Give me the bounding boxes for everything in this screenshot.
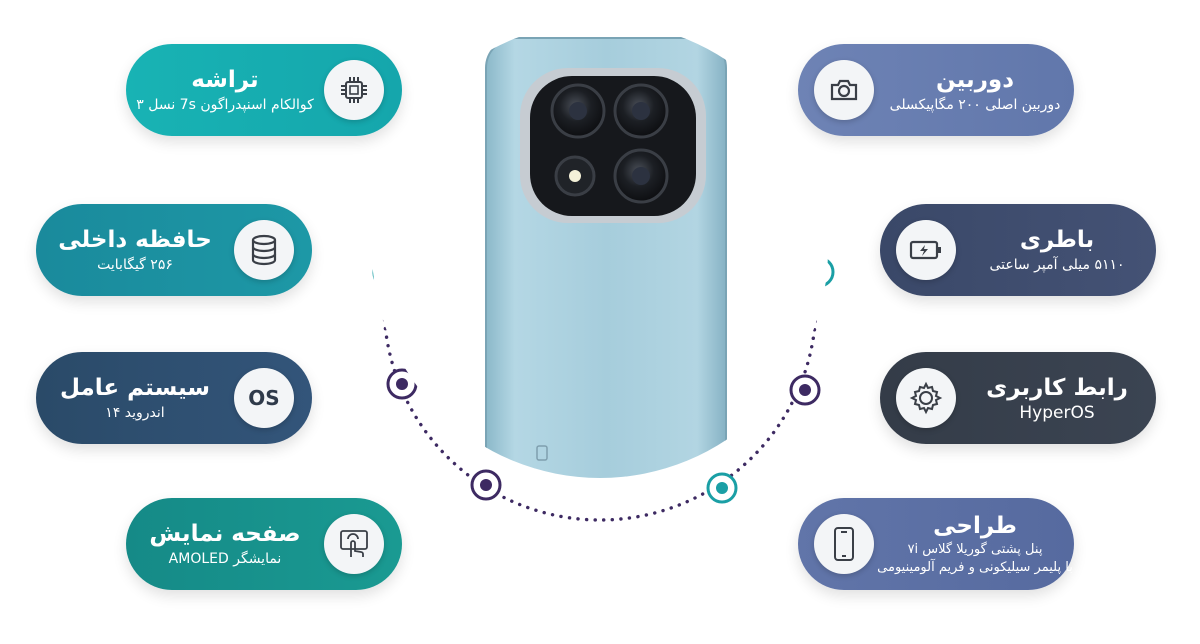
smartphone-icon [814,514,874,574]
feature-title: دوربین [935,67,1015,93]
os-icon: OS [234,368,294,428]
feature-title: باطری [1019,227,1095,253]
feature-card-camera: دوربین دوربین اصلی ۲۰۰ مگاپیکسلی [798,44,1074,136]
feature-subtitle: دوربین اصلی ۲۰۰ مگاپیکسلی [889,97,1061,113]
feature-card-ui: رابط کاربری HyperOS [880,352,1156,444]
feature-subtitle: ۵۱۱۰ میلی آمپر ساعتی [989,257,1125,273]
feature-title: طراحی [933,513,1017,539]
feature-subtitle: نمایشگر AMOLED [168,551,282,567]
camera-icon [814,60,874,120]
feature-card-chip: تراشه کوالکام اسنپدراگون 7s نسل ۳ [126,44,402,136]
feature-title: حافظه داخلی [58,227,212,253]
feature-title: سیستم عامل [60,375,210,401]
chip-icon [324,60,384,120]
feature-card-os: OS سیستم عامل اندروید ۱۴ [36,352,312,444]
feature-title: تراشه [191,67,259,93]
os-icon-label: OS [248,386,280,410]
feature-card-storage: حافظه داخلی ۲۵۶ گیگابایت [36,204,312,296]
ring-node-purple-5 [789,374,821,406]
feature-subtitle: HyperOS [1019,403,1095,423]
feature-subtitle: ۲۵۶ گیگابایت [97,257,173,273]
feature-title: رابط کاربری [986,375,1128,401]
ring-node-purple-3 [470,469,502,501]
gear-icon [896,368,956,428]
touchscreen-icon [324,514,384,574]
battery-icon [896,220,956,280]
ring-node-teal-3 [706,472,738,504]
database-icon [234,220,294,280]
feature-subtitle: پنل پشتی گوریلا گلاس ۷i [907,542,1043,557]
feature-card-design: طراحی پنل پشتی گوریلا گلاس ۷i با پلیمر س… [798,498,1074,590]
feature-card-battery: باطری ۵۱۱۰ میلی آمپر ساعتی [880,204,1156,296]
feature-subtitle: کوالکام اسنپدراگون 7s نسل ۳ [136,97,314,113]
feature-subtitle-2: با پلیمر سیلیکونی و فریم آلومینیومی [877,560,1073,575]
feature-title: صفحه نمایش [149,521,301,547]
feature-subtitle: اندروید ۱۴ [105,405,165,421]
ring-node-purple-2 [386,368,418,400]
feature-card-display: صفحه نمایش نمایشگر AMOLED [126,498,402,590]
